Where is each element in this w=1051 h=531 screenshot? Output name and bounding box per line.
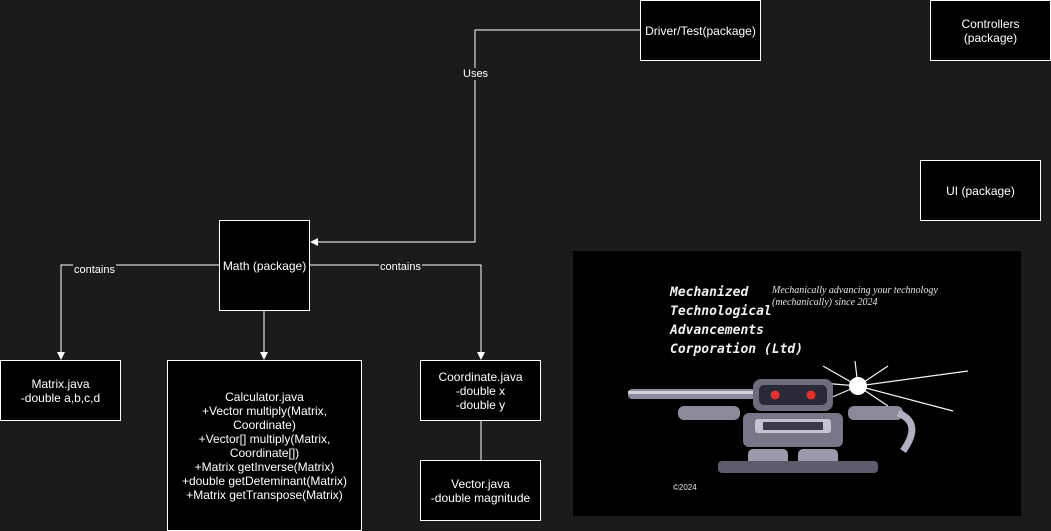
edge-label-contains-right: contains [379, 261, 422, 273]
robot-illustration [628, 361, 969, 473]
node-matrix-java[interactable]: Matrix.java -double a,b,c,d [0, 360, 121, 421]
edge-label-uses: Uses [462, 68, 490, 80]
edge-label-contains-left: contains [73, 264, 116, 276]
edge-contains-coordinate [309, 264, 485, 360]
edge-contains-matrix [57, 264, 219, 360]
logo-copyright: ©2024 [673, 483, 697, 492]
node-driver-test-package[interactable]: Driver/Test(package) [640, 0, 761, 61]
node-ui-package[interactable]: UI (package) [920, 160, 1041, 221]
logo-tagline: Mechanically advancing your technology (… [772, 285, 938, 308]
node-calculator-java[interactable]: Calculator.java +Vector multiply(Matrix,… [167, 360, 362, 531]
node-controllers-package[interactable]: Controllers (package) [930, 0, 1051, 61]
node-math-package[interactable]: Math (package) [219, 220, 310, 311]
edge-uses [310, 29, 641, 246]
company-logo-image: Mechanized Technological Advancements Co… [573, 251, 1021, 516]
node-coordinate-java[interactable]: Coordinate.java -double x -double y [420, 360, 541, 421]
node-vector-java[interactable]: Vector.java -double magnitude [420, 460, 541, 521]
logo-company-name: Mechanized Technological Advancements Co… [670, 285, 804, 357]
